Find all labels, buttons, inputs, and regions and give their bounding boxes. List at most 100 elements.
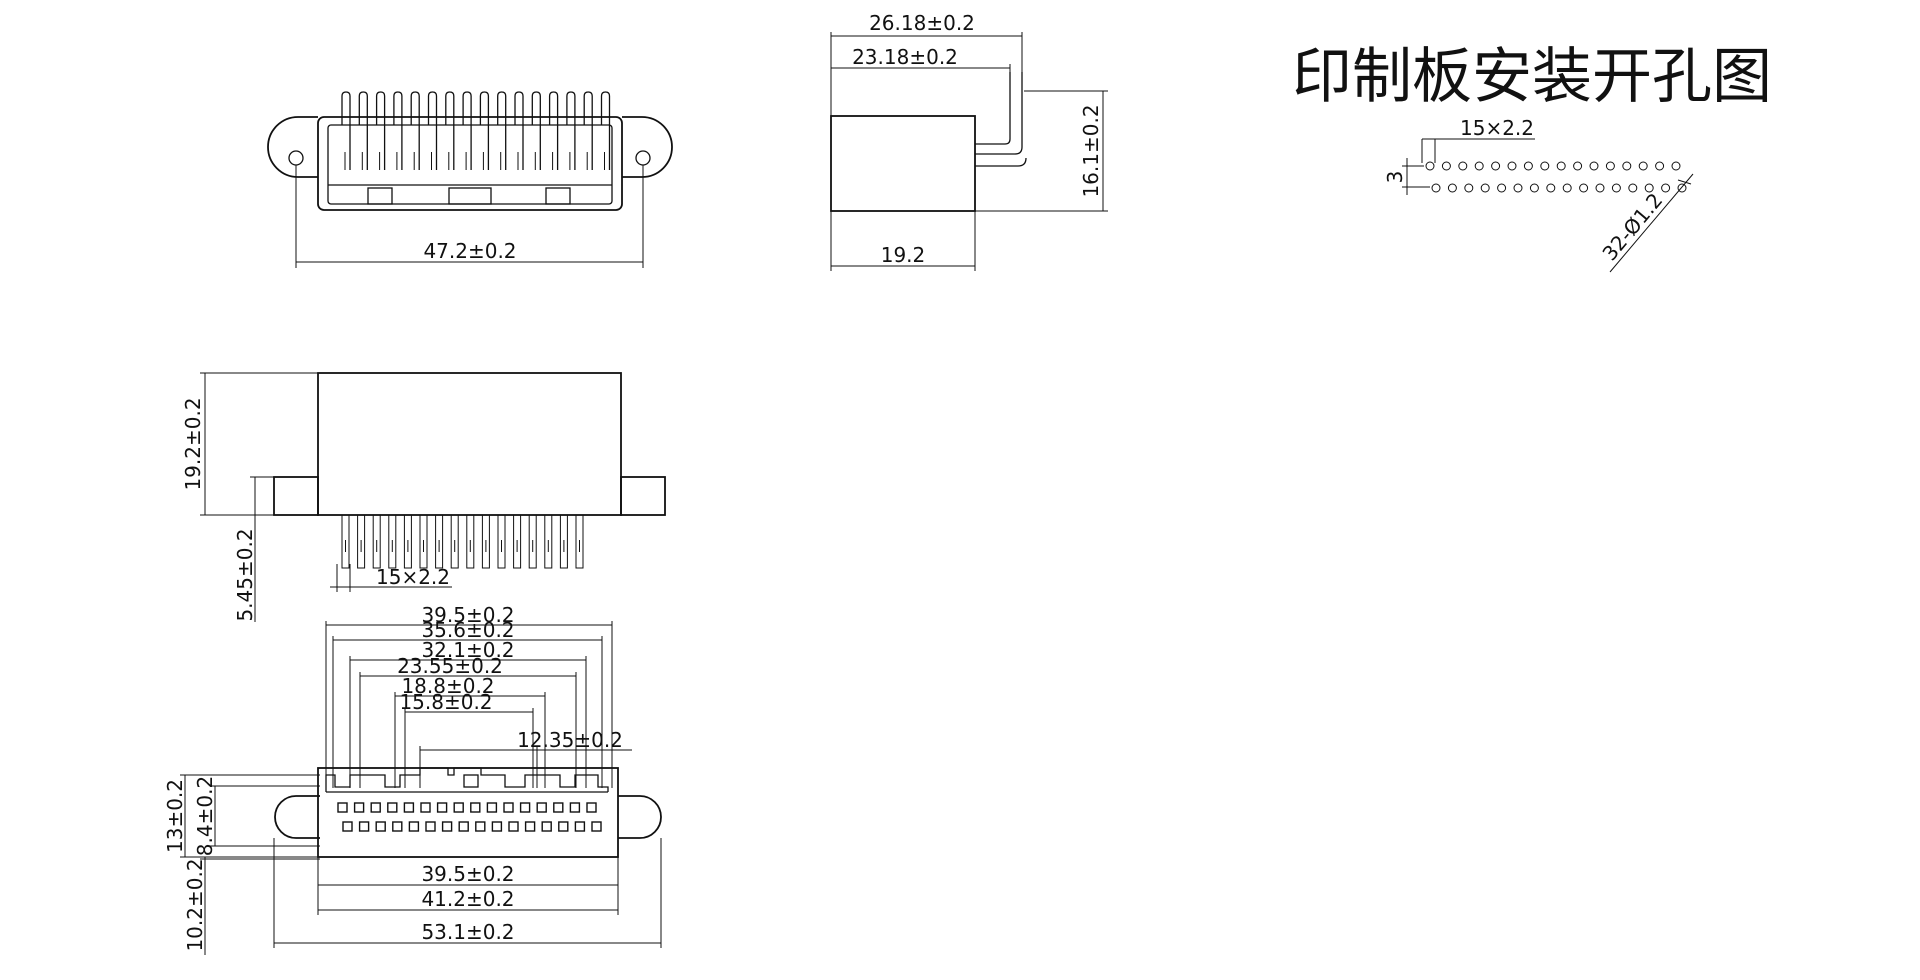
side-pin — [559, 514, 568, 569]
front-pin — [479, 91, 490, 170]
face-contact — [475, 821, 486, 832]
front-pin — [497, 91, 507, 170]
front-pin — [410, 91, 420, 170]
face-contact — [574, 821, 586, 832]
pcb-hole — [1573, 161, 1583, 171]
face-contact — [524, 821, 536, 832]
front-pin — [600, 91, 611, 170]
face-contact — [436, 802, 448, 813]
front-pin — [531, 91, 541, 170]
side-pin — [497, 514, 506, 569]
side-pin — [419, 514, 428, 569]
face-top-dims: 39.5±0.235.6±0.232.1±0.223.55±0.218.8±0.… — [325, 603, 632, 788]
face-contacts — [337, 802, 602, 832]
face-top-dim-label: 18.8±0.2 — [401, 674, 494, 698]
front-view-pins — [341, 91, 611, 170]
pcb-hole — [1523, 161, 1533, 171]
pcb-hole — [1605, 161, 1615, 171]
face-contact — [491, 821, 503, 832]
front-pin — [462, 91, 472, 170]
face-bottom-dim-3: 53.1±0.2 — [421, 920, 514, 944]
side-view-pins — [341, 514, 584, 569]
face-top-dim-label: 23.55±0.2 — [397, 654, 503, 678]
face-contact — [420, 802, 431, 813]
pcb-hole — [1458, 161, 1468, 171]
pcb-hole — [1474, 161, 1484, 171]
pcb-hole — [1491, 161, 1501, 171]
face-contact — [536, 802, 547, 813]
pcb-hole — [1480, 183, 1490, 193]
face-contact — [408, 821, 420, 832]
top-front-view: 47.2±0.2 — [267, 91, 673, 268]
front-pin — [445, 91, 455, 170]
bottom-side-view: 19.2±0.2 5.45±0.2 15×2.2 — [181, 372, 666, 622]
side-body-height-dim: 19.2±0.2 — [181, 397, 205, 490]
face-contact — [392, 821, 403, 832]
pin-length-dim: 5.45±0.2 — [233, 528, 257, 621]
face-contact — [342, 821, 353, 832]
face-contact — [558, 821, 569, 832]
side-pin — [372, 514, 381, 569]
pcb-hole — [1628, 183, 1638, 193]
face-height-dim: 13±0.2 — [163, 779, 187, 853]
pcb-hole — [1638, 161, 1648, 171]
pcb-hole — [1441, 161, 1451, 171]
pcb-hole — [1595, 183, 1605, 193]
front-pin — [514, 91, 524, 170]
side-pin — [466, 514, 475, 569]
front-pin — [375, 91, 386, 170]
pcb-hole — [1556, 161, 1566, 171]
pcb-hole — [1447, 183, 1457, 193]
pcb-hole — [1529, 183, 1539, 193]
face-contact — [358, 821, 370, 832]
front-pin — [548, 91, 559, 170]
pcb-hole — [1611, 183, 1621, 193]
pcb-hole — [1671, 161, 1681, 171]
side-pin — [357, 514, 366, 569]
pcb-hole — [1655, 161, 1665, 171]
pcb-hole — [1464, 183, 1474, 193]
pcb-hole — [1562, 183, 1572, 193]
pcb-hole — [1644, 183, 1654, 193]
pcb-hole — [1497, 183, 1507, 193]
face-contact — [541, 821, 552, 832]
side-pin — [388, 514, 397, 569]
pcb-hole — [1513, 183, 1523, 193]
pcb-hole — [1540, 161, 1550, 171]
face-flange-dim: 10.2±0.2 — [183, 858, 207, 951]
face-contact — [403, 802, 415, 813]
face-contact — [370, 802, 381, 813]
pcb-hole — [1589, 161, 1599, 171]
face-contact — [337, 802, 348, 813]
face-contact — [508, 821, 519, 832]
top-side-view: 26.18±0.2 23.18±0.2 16.1±0.2 19.2 — [830, 11, 1108, 271]
side-depth-dim: 19.2 — [881, 243, 926, 267]
pcb-hole — [1579, 183, 1589, 193]
face-view: 39.5±0.235.6±0.232.1±0.223.55±0.218.8±0.… — [163, 603, 662, 955]
face-bottom-dim-1: 39.5±0.2 — [421, 862, 514, 886]
front-pin — [358, 91, 368, 170]
face-contact — [453, 802, 464, 813]
front-pin — [566, 91, 576, 170]
face-contact — [486, 802, 498, 813]
pcb-hole — [1431, 183, 1441, 193]
side-pin — [528, 514, 537, 569]
side-pin — [575, 514, 584, 569]
pcb-hole — [1546, 183, 1556, 193]
front-pin — [583, 91, 593, 170]
pcb-row-spacing-dim: 3 — [1383, 171, 1407, 184]
side-top-outer-dim: 26.18±0.2 — [869, 11, 975, 35]
face-top-dim-label: 12.35±0.2 — [517, 728, 623, 752]
side-pin — [450, 514, 459, 569]
pcb-hole — [1661, 183, 1671, 193]
face-contact — [586, 802, 597, 813]
pcb-hole — [1677, 183, 1687, 193]
drawing-title: 印制板安装开孔图 — [1292, 42, 1772, 112]
front-width-dim: 47.2±0.2 — [423, 239, 516, 263]
face-contact — [553, 802, 564, 813]
face-top-dim-label: 39.5±0.2 — [421, 603, 514, 627]
face-top-dim-label: 35.6±0.2 — [421, 618, 514, 642]
face-top-dim-label: 32.1±0.2 — [421, 638, 514, 662]
side-pitch-dim: 15×2.2 — [376, 565, 450, 589]
